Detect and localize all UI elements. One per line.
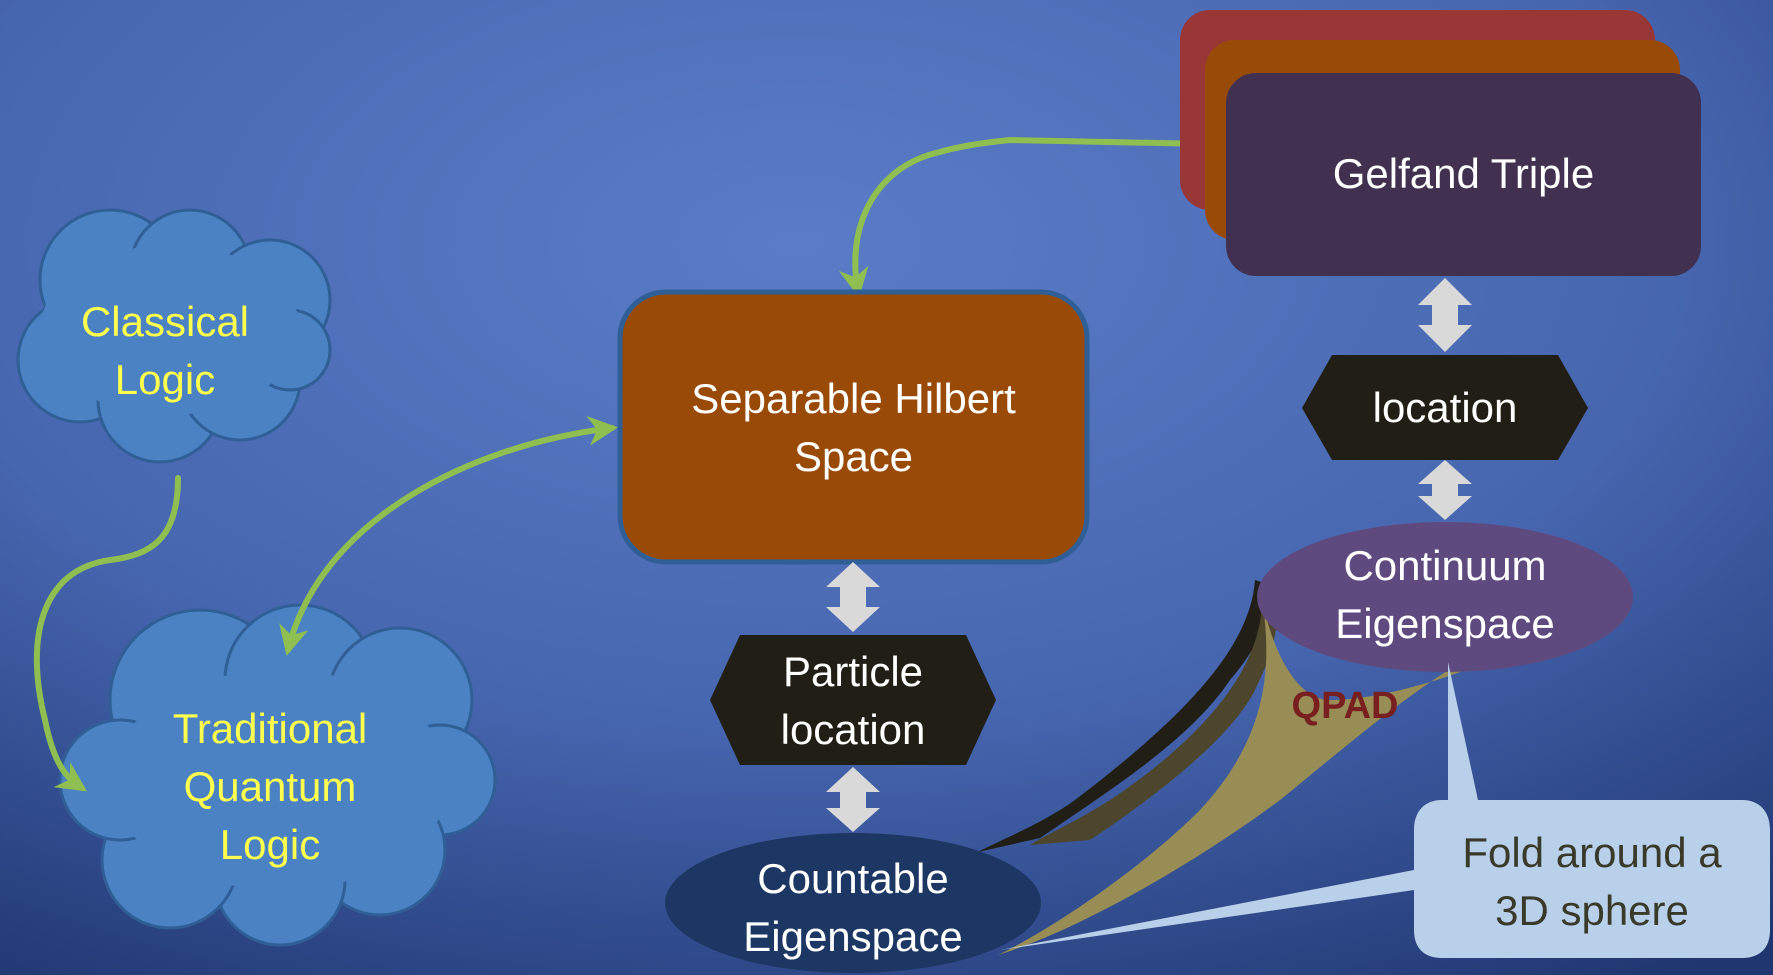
- hex-location: [1302, 355, 1588, 460]
- cloud-classical-logic: [16, 208, 332, 464]
- qpad-main-fold: [998, 600, 1530, 955]
- ellipse-countable-eigenspace: [665, 833, 1041, 973]
- label-traditional-quantum-logic: Traditional Quantum Logic: [172, 705, 368, 868]
- double-arrow-hilbert-particle: [826, 562, 880, 632]
- label-gelfand-triple: Gelfand Triple: [1332, 150, 1595, 197]
- label-location: location: [1372, 384, 1518, 431]
- double-arrow-gelfand-location: [1418, 278, 1472, 352]
- label-continuum-eigenspace: Continuum Eigenspace: [1335, 542, 1555, 647]
- label-fold-callout: Fold around a 3D sphere: [1462, 829, 1722, 934]
- hex-particle-location: [710, 635, 996, 765]
- box-separable-hilbert-space: [617, 289, 1090, 565]
- double-arrow-location-continuum: [1418, 460, 1472, 520]
- double-arrow-particle-countable: [826, 767, 880, 832]
- box-gelfand-front: [1226, 73, 1701, 276]
- arrow-hilbert-quantum: [279, 415, 618, 656]
- qpad-mid-fold: [1030, 600, 1277, 845]
- label-separable-hilbert-space: Separable Hilbert Space: [691, 375, 1016, 480]
- arrow-classical-to-quantum: [33, 475, 181, 792]
- ellipse-continuum-eigenspace: [1257, 522, 1633, 672]
- callout-fold: [1000, 662, 1770, 958]
- cloud-traditional-quantum-logic: [58, 603, 497, 947]
- gray-arrows: [826, 278, 1472, 832]
- label-particle-location: Particle location: [780, 648, 926, 753]
- arrow-hilbert-gelfand: [838, 128, 1214, 298]
- label-classical-logic: Classical Logic: [80, 298, 250, 403]
- label-qpad: QPAD: [1291, 685, 1399, 727]
- label-countable-eigenspace: Countable Eigenspace: [743, 855, 963, 960]
